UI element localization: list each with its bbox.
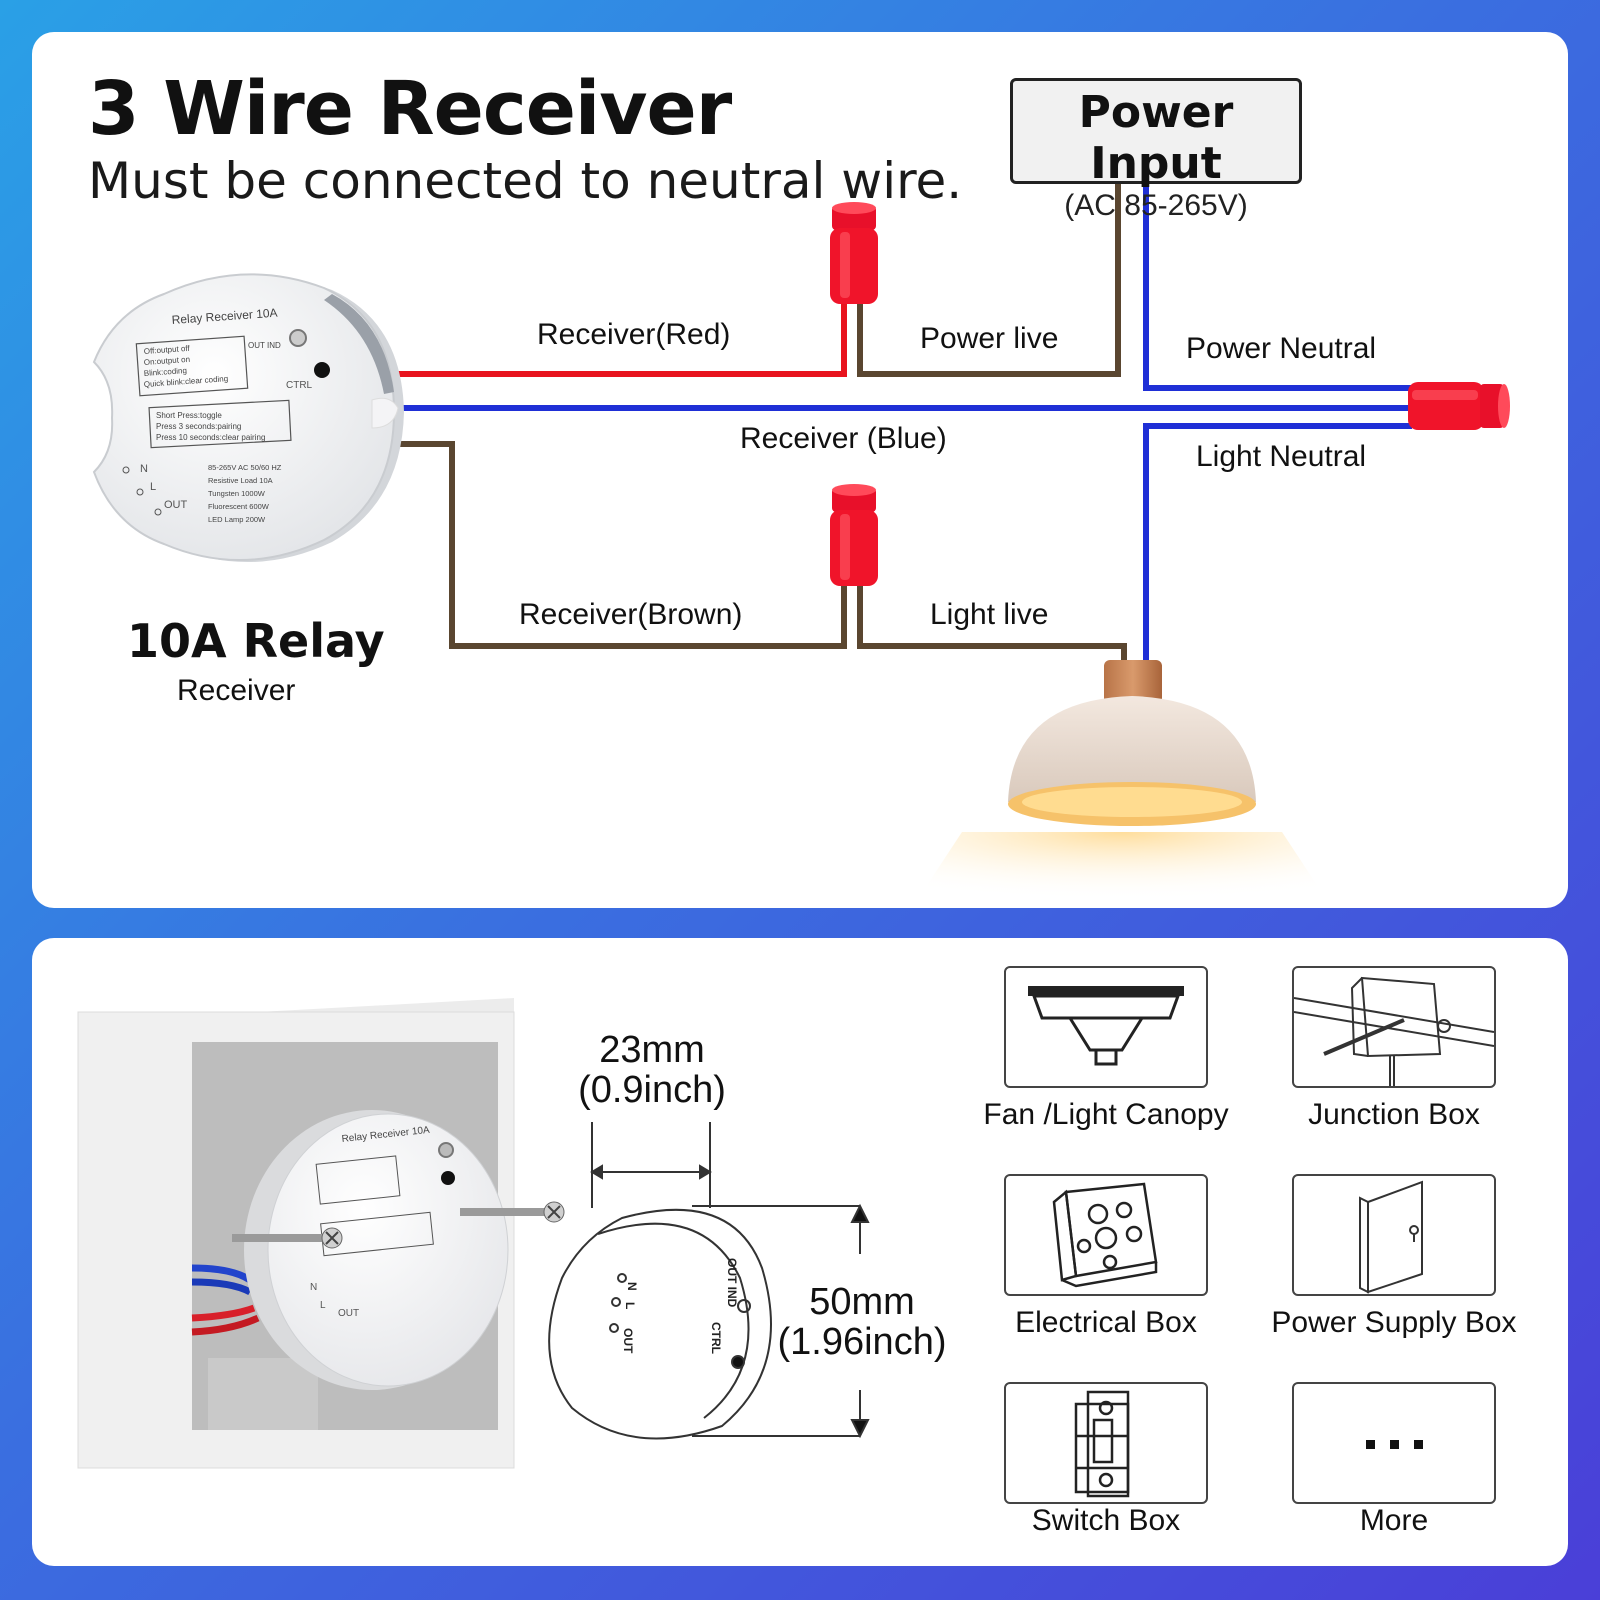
page-title: 3 Wire Receiver — [88, 66, 732, 152]
spec-line-1: 85-265V AC 50/60 HZ — [208, 463, 282, 472]
label-switch-box: Switch Box — [1031, 1504, 1181, 1537]
switch-box-icon — [1074, 1390, 1130, 1498]
diameter-mm: 50mm — [809, 1281, 915, 1323]
label-power-supply-box: Power Supply Box — [1271, 1306, 1517, 1339]
tile-fan-light-canopy — [1004, 966, 1208, 1088]
wire-nut-top — [830, 202, 878, 304]
wire-nut-neutral — [1408, 382, 1510, 430]
depth-mm: 23mm — [599, 1029, 705, 1071]
power-input-title: Power Input — [1078, 87, 1234, 189]
led-label: OUT IND — [248, 341, 281, 350]
tile-power-supply-box — [1292, 1174, 1496, 1296]
page-subtitle: Must be connected to neutral wire. — [88, 152, 963, 210]
tile-electrical-box — [1004, 1174, 1208, 1296]
box-terminal-n: N — [310, 1282, 317, 1293]
power-live-wire — [857, 184, 1121, 377]
label-power-live: Power live — [920, 322, 1059, 355]
depth-inch: (0.9inch) — [578, 1069, 726, 1111]
red-wire — [398, 302, 847, 377]
outline-labels: N L OUT OUT IND CTRL — [621, 1258, 739, 1354]
wiring-diagram-panel: Relay Receiver 10A Off:output off On:out… — [32, 32, 1568, 908]
more-icon — [1366, 1440, 1423, 1449]
wiring-diagram: Relay Receiver 10A Off:output off On:out… — [92, 184, 1510, 908]
spec-line-2: Resistive Load 10A — [208, 476, 273, 485]
dimension-drawing — [548, 1122, 870, 1440]
label-electrical-box: Electrical Box — [1015, 1306, 1197, 1339]
led-indicator-icon — [289, 329, 307, 347]
status-line-3: Blink:coding — [144, 366, 188, 378]
relay-title: 10A Relay — [127, 614, 385, 668]
mounting-illustration: Relay Receiver 10A N L OUT — [77, 998, 946, 1469]
ctrl-label: CTRL — [286, 380, 313, 391]
status-line-1: Off:output off — [144, 344, 191, 356]
relay-receiver-image: Relay Receiver 10A Off:output off On:out… — [92, 273, 404, 563]
label-receiver-brown: Receiver(Brown) — [519, 598, 743, 631]
outline-label-out: OUT — [621, 1328, 635, 1354]
label-fan-light-canopy: Fan /Light Canopy — [983, 1098, 1229, 1131]
outline-label-ctrl: CTRL — [709, 1322, 723, 1354]
label-light-neutral: Light Neutral — [1196, 440, 1367, 473]
light-live-wire — [857, 584, 1127, 662]
spec-line-4: Fluorescent 600W — [208, 502, 270, 511]
mounting-box-image: Relay Receiver 10A N L OUT — [77, 998, 565, 1469]
outline-label-n: N — [625, 1282, 639, 1291]
tile-switch-box — [1004, 1382, 1208, 1504]
tile-junction-box — [1292, 966, 1496, 1088]
junction-box-icon — [1294, 976, 1494, 1086]
power-neutral-wire — [1143, 184, 1412, 391]
outline-label-l: L — [623, 1302, 637, 1309]
label-more: More — [1359, 1504, 1429, 1537]
status-line-2: On:output on — [144, 355, 191, 367]
diameter-inch: (1.96inch) — [778, 1321, 947, 1363]
spec-line-3: Tungsten 1000W — [208, 489, 266, 498]
relay-subtitle: Receiver — [177, 674, 296, 707]
outline-label-out-ind: OUT IND — [725, 1258, 739, 1308]
brown-receiver-wire — [398, 441, 847, 649]
button-line-1: Short Press:toggle — [156, 411, 222, 420]
light-neutral-wire — [1143, 423, 1412, 660]
label-light-live: Light live — [930, 598, 1049, 631]
box-terminal-l: L — [320, 1300, 326, 1311]
label-receiver-blue: Receiver (Blue) — [740, 422, 947, 455]
ctrl-button-icon — [314, 362, 330, 378]
power-input-box: Power Input (AC 85-265V) — [1010, 78, 1302, 222]
fan-canopy-icon — [1028, 986, 1184, 1066]
installation-panel: Relay Receiver 10A N L OUT — [32, 938, 1568, 1566]
tile-more — [1292, 1382, 1496, 1504]
power-input-range: (AC 85-265V) — [1064, 189, 1248, 222]
button-line-2: Press 3 seconds:pairing — [156, 422, 241, 431]
spec-line-5: LED Lamp 200W — [208, 515, 266, 524]
box-terminal-out: OUT — [338, 1308, 359, 1319]
label-receiver-red: Receiver(Red) — [537, 318, 731, 351]
dimension-labels: 23mm (0.9inch) 50mm (1.96inch) — [578, 1029, 946, 1363]
label-power-neutral: Power Neutral — [1186, 332, 1377, 365]
terminal-out: OUT — [164, 499, 188, 511]
terminal-l: L — [150, 481, 156, 493]
wire-nut-bottom — [830, 484, 878, 586]
electrical-box-icon — [1052, 1182, 1158, 1288]
label-junction-box: Junction Box — [1308, 1098, 1480, 1131]
power-supply-box-icon — [1359, 1180, 1423, 1294]
button-line-3: Press 10 seconds:clear pairing — [156, 433, 265, 442]
pendant-lamp-image — [912, 660, 1332, 908]
terminal-n: N — [140, 463, 148, 475]
